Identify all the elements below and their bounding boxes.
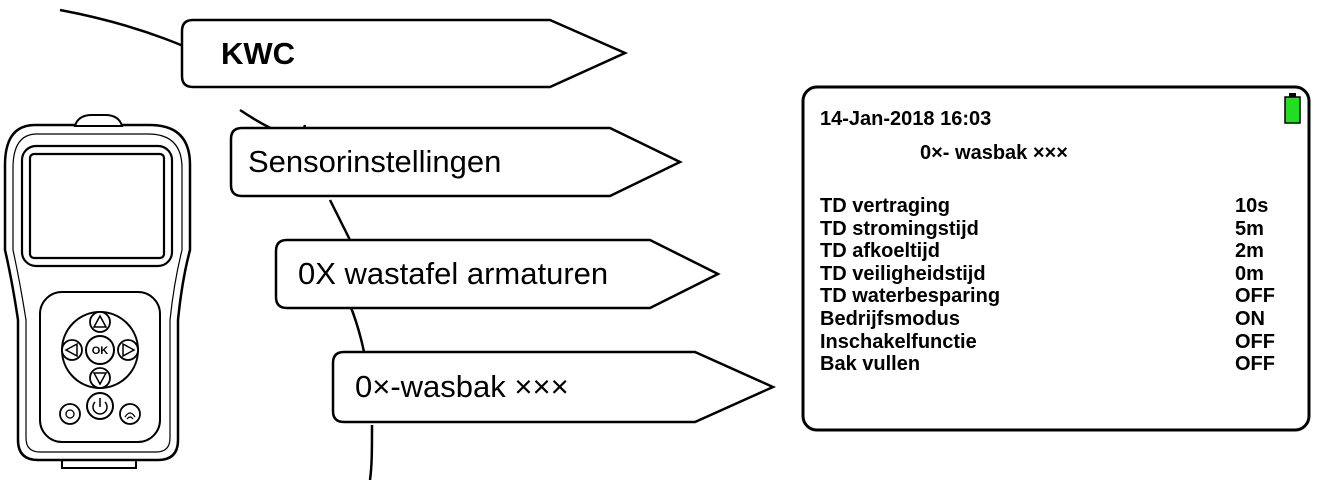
menu-tag-wastafel-armaturen[interactable]: [274, 238, 721, 310]
chevron-up-icon: [92, 314, 108, 328]
menu-tag-wasbak[interactable]: [331, 350, 777, 424]
menu-tag-kwc[interactable]: [180, 18, 629, 89]
menu-label-wastafel-armaturen: 0X wastafel armaturen: [298, 256, 609, 291]
setting-value: 0m: [1235, 262, 1264, 285]
settings-row-td-veiligheidstijd[interactable]: TD veiligheidstijd 0m: [820, 263, 1290, 286]
setting-name: Bak vullen: [820, 353, 921, 376]
setting-value: OFF: [1235, 285, 1275, 308]
menu-tag-sensorinstellingen[interactable]: [229, 126, 683, 198]
display-datetime: 14-Jan-2018 16:03: [820, 108, 992, 130]
remote-ok-label: OK: [92, 345, 109, 357]
setting-value: ON: [1235, 307, 1265, 330]
chevron-left-icon: [64, 342, 78, 358]
chevron-right-icon: [122, 342, 136, 358]
setting-name: TD vertraging: [820, 195, 951, 217]
remote-left-function-button[interactable]: [59, 403, 81, 425]
menu-label-sensorinstellingen: Sensorinstellingen: [248, 144, 502, 179]
battery-cap: [1289, 93, 1296, 97]
settings-row-td-waterbesparing[interactable]: TD waterbesparing OFF: [820, 285, 1290, 308]
remote-device: OK: [3, 114, 192, 469]
remote-bottom-foot: [61, 460, 137, 469]
setting-name: Inschakelfunctie: [820, 330, 977, 353]
settings-row-td-stromingstijd[interactable]: TD stromingstijd 5m: [820, 218, 1290, 241]
menu-label-kwc: KWC: [221, 36, 296, 71]
setting-value: 2m: [1235, 240, 1264, 263]
remote-left-function-icon: [65, 409, 75, 419]
settings-row-td-afkoeltijd[interactable]: TD afkoeltijd 2m: [820, 240, 1290, 263]
remote-right-function-button[interactable]: [119, 403, 141, 425]
settings-row-inschakelfunctie[interactable]: Inschakelfunctie OFF: [820, 331, 1290, 354]
setting-name: TD waterbesparing: [820, 285, 1001, 308]
remote-ok-button[interactable]: [85, 335, 115, 365]
display-title: 0×- wasbak ×××: [920, 142, 1068, 164]
setting-value: OFF: [1235, 353, 1275, 376]
remote-body-inner: [12, 133, 183, 453]
chevron-down-icon: [92, 372, 108, 386]
setting-value: OFF: [1235, 330, 1275, 353]
setting-name: TD veiligheidstijd: [820, 262, 986, 285]
settings-row-bak-vullen[interactable]: Bak vullen OFF: [820, 353, 1290, 376]
wireless-icon: [124, 412, 136, 420]
setting-value: 10s: [1235, 195, 1269, 217]
power-icon: [92, 398, 108, 415]
remote-top-tab: [73, 114, 124, 127]
setting-name: TD stromingstijd: [820, 217, 979, 240]
setting-name: TD afkoeltijd: [820, 240, 941, 263]
remote-screen: [28, 152, 166, 260]
settings-list: TD vertraging 10s TD stromingstijd 5m TD…: [820, 195, 1290, 376]
battery-icon: [1284, 96, 1301, 124]
setting-value: 5m: [1235, 217, 1264, 240]
display-panel: [801, 85, 1311, 432]
menu-label-wasbak: 0×-wasbak ×××: [355, 369, 569, 404]
settings-row-td-vertraging[interactable]: TD vertraging 10s: [820, 195, 1290, 218]
setting-name: Bedrijfsmodus: [820, 307, 961, 330]
settings-row-bedrijfsmodus[interactable]: Bedrijfsmodus ON: [820, 308, 1290, 331]
